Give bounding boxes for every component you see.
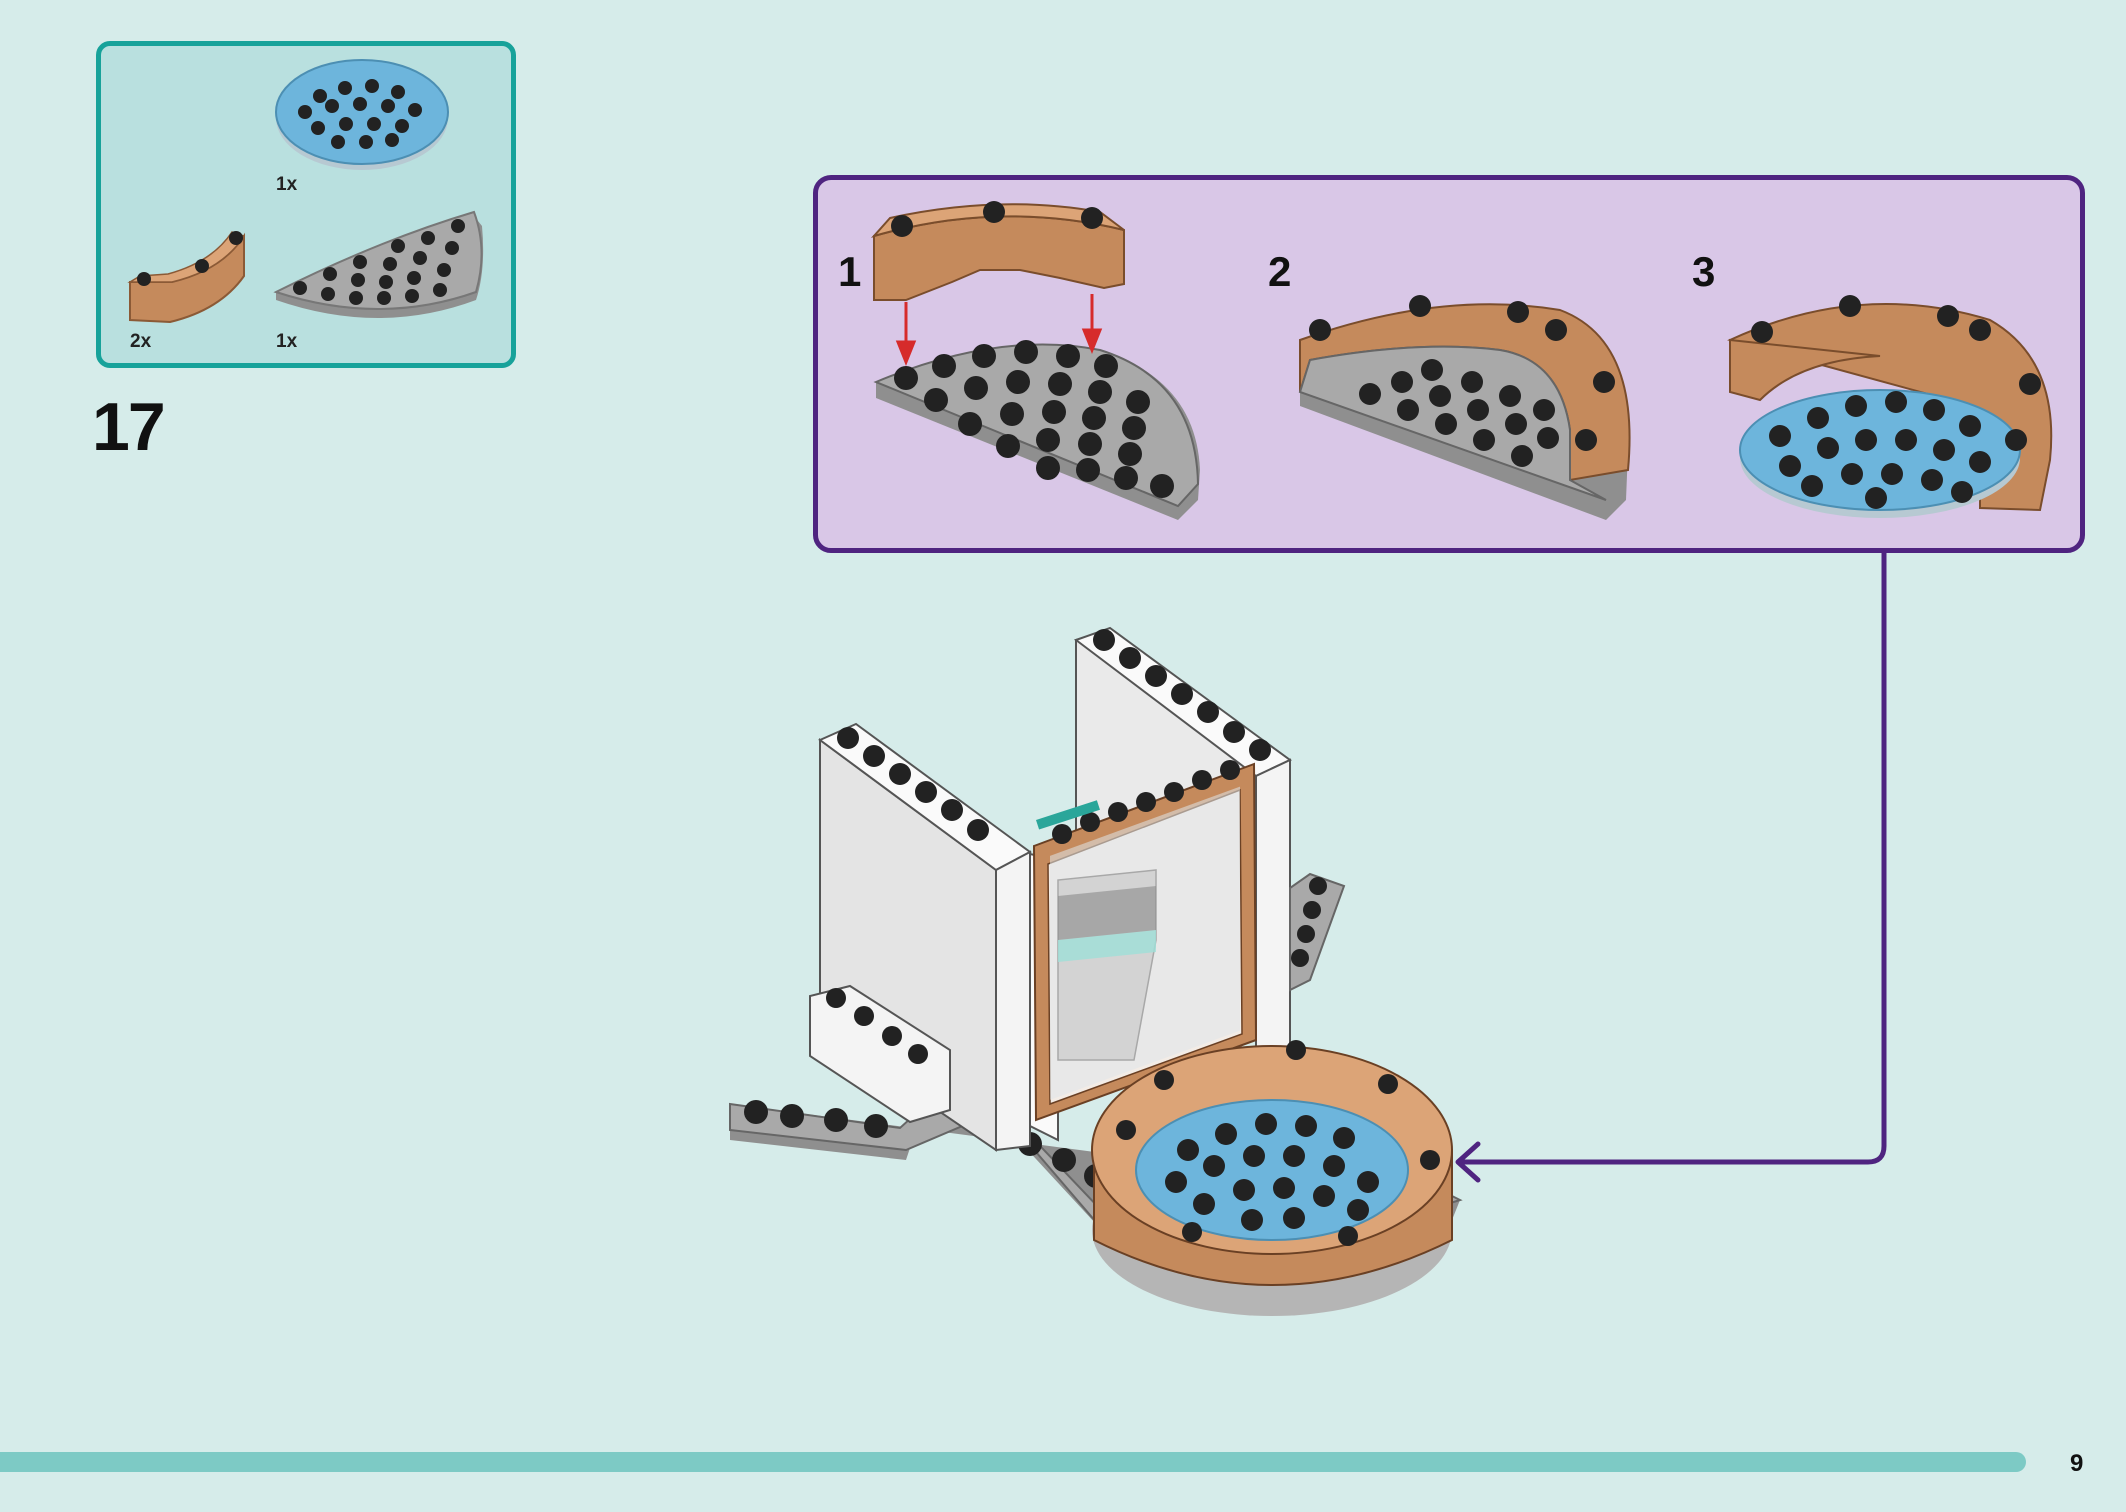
main-door-frame: [1029, 760, 1258, 1142]
part-quantity-grey-plate: 1x: [276, 331, 298, 352]
main-left-low-brick: [809, 984, 951, 1124]
main-right-side-plate: [1289, 872, 1346, 992]
page-number: 9: [2070, 1450, 2084, 1477]
substep1-grey-plate: [873, 340, 1200, 520]
substep-number-2: 2: [1268, 248, 1292, 295]
part-curved-brick-brown: [127, 231, 246, 324]
substep-number-3: 3: [1692, 248, 1716, 295]
main-door-inner-figure: [1057, 869, 1157, 1061]
part-half-round-plate-grey: [273, 210, 484, 318]
substep1-brown-brick: [870, 201, 1125, 301]
substep2-assembly: [1298, 295, 1631, 520]
substep1-red-arrows: [895, 294, 1103, 367]
part-quantity-brown-brick: 2x: [130, 331, 152, 352]
step-number: 17: [92, 389, 166, 465]
main-round-ring: [1091, 1040, 1453, 1316]
substep-number-1: 1: [838, 248, 862, 295]
substep3-assembly: [1727, 295, 2053, 518]
part-round-plate-blue: [275, 59, 449, 170]
part-quantity-blue-plate: 1x: [276, 174, 298, 195]
progress-bar: [0, 1452, 2026, 1472]
